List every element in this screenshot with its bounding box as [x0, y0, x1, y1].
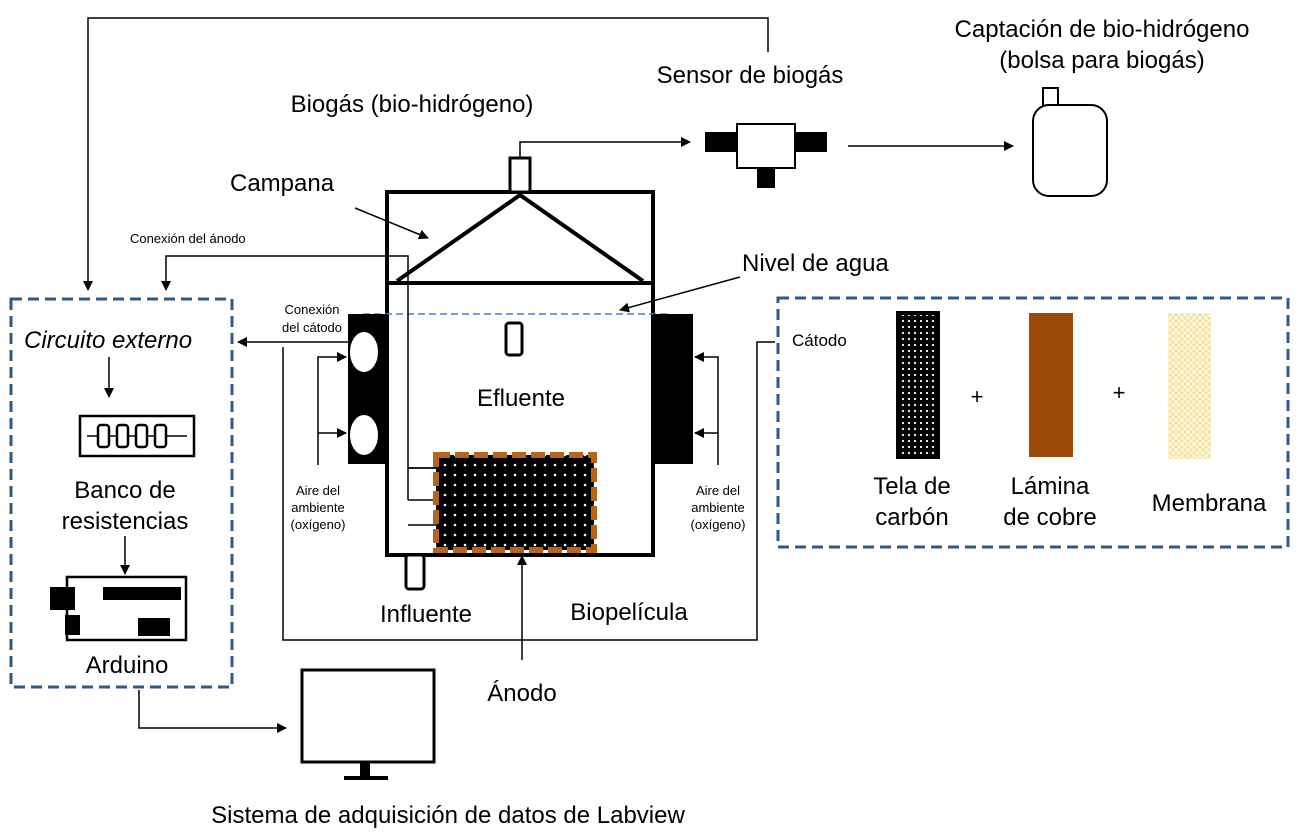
resistor-bank-label-2: resistencias — [62, 508, 189, 535]
influent-label: Influente — [380, 601, 472, 628]
anode-connection-wire — [161, 255, 409, 500]
external-circuit-box — [9, 297, 234, 689]
resistor-bank-label-1: Banco de — [74, 477, 175, 504]
gas-sensor — [705, 123, 827, 188]
plus-1: + — [971, 384, 984, 409]
left-cathode — [348, 314, 387, 464]
copper-sheet-label-1: Lámina — [1011, 473, 1090, 500]
air-arrow-left — [317, 352, 347, 465]
water-level-label: Nivel de agua — [742, 250, 889, 277]
cathode-label: Cátodo — [792, 331, 847, 350]
cathode-components-box — [776, 296, 1290, 549]
capture-title-line1: Captación de bio-hidrógeno — [955, 16, 1250, 43]
air-arrow-right — [694, 352, 719, 465]
biofilm-label: Biopelícula — [570, 599, 688, 626]
gas-outlet-port — [508, 156, 532, 194]
cathode-connection-label-2: del cátodo — [282, 320, 342, 335]
computer-monitor-icon — [300, 668, 436, 780]
biogas-label: Biogás (bio-hidrógeno) — [291, 91, 534, 118]
water-level-arrow — [619, 276, 741, 313]
arduino-label: Arduino — [86, 652, 169, 679]
carbon-cloth-swatch — [896, 311, 940, 459]
air-label-left-3: (oxígeno) — [291, 517, 346, 532]
bell-label: Campana — [230, 170, 335, 197]
anode-biofilm — [433, 452, 597, 553]
arduino-to-computer-line — [138, 690, 287, 733]
copper-sheet-label-2: de cobre — [1003, 504, 1096, 531]
carbon-cloth-label-2: carbón — [875, 504, 948, 531]
membrane-label: Membrana — [1152, 490, 1267, 517]
cathode-connection-label-1: Conexión — [285, 302, 340, 317]
bell-arrow — [354, 207, 429, 240]
right-cathode — [653, 314, 693, 464]
capture-title-line2: (bolsa para biogás) — [999, 47, 1204, 74]
copper-sheet-swatch — [1029, 313, 1073, 457]
effluent-port — [504, 321, 524, 357]
external-circuit-label: Circuito externo — [24, 327, 192, 354]
plus-2: + — [1113, 380, 1126, 405]
air-label-left-2: ambiente — [291, 500, 344, 515]
air-label-right-2: ambiente — [691, 500, 744, 515]
air-label-left-1: Aire del — [296, 483, 340, 498]
daq-system-label: Sistema de adquisición de datos de Labvi… — [211, 802, 685, 829]
sensor-feedback-line — [83, 17, 769, 291]
arduino-icon — [50, 575, 188, 642]
anode-connection-label: Conexión del ánodo — [130, 231, 246, 246]
anode-label: Ánodo — [487, 680, 556, 707]
membrane-swatch — [1168, 313, 1211, 459]
circuit-loop — [282, 341, 775, 641]
biogas-bag — [1032, 87, 1108, 197]
air-label-right-3: (oxígeno) — [691, 517, 746, 532]
resistor-bank-icon — [78, 414, 196, 458]
biogas-outlet-line — [519, 137, 691, 158]
gas-sensor-label: Sensor de biogás — [657, 62, 844, 89]
influent-port — [404, 553, 426, 591]
carbon-cloth-label-1: Tela de — [873, 473, 950, 500]
effluent-label: Efluente — [477, 385, 565, 412]
air-label-right-1: Aire del — [696, 483, 740, 498]
